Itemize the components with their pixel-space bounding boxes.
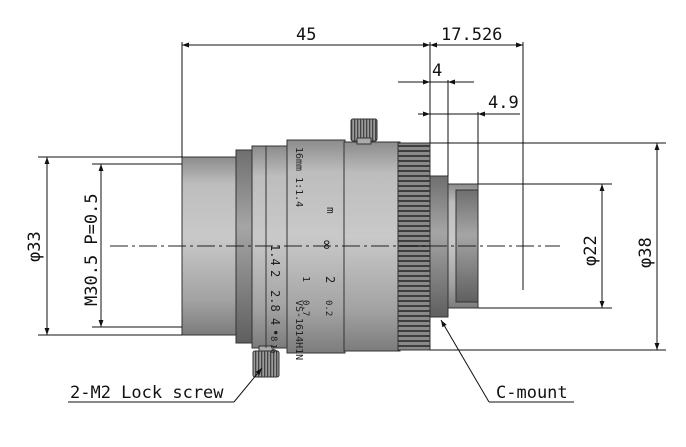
distance-07: 0.7 xyxy=(300,300,310,316)
lock-screw-bottom xyxy=(252,350,280,378)
focal-label: 16mm 1:1.4 xyxy=(293,147,304,207)
lock-screw-callout: 2-M2 Lock screw xyxy=(70,383,224,403)
dim-mount-protrusion: 4.9 xyxy=(488,93,519,113)
aperture-scale: 1.4 2 2.8 4 • 8 16 xyxy=(268,244,282,354)
lock-screw-top-neck xyxy=(356,137,372,145)
dim-body-diameter: φ38 xyxy=(636,237,656,268)
distance-02: 0.2 xyxy=(323,300,333,316)
unit-m-label: m xyxy=(324,207,337,214)
c-mount-callout: C-mount xyxy=(496,383,568,403)
dim-flange-back: 17.526 xyxy=(441,25,502,45)
aperture-16: 16 xyxy=(269,344,278,354)
callouts: 2-M2 Lock screw C-mount xyxy=(68,319,574,403)
infinity-mark: ∞ xyxy=(318,240,336,249)
aperture-dot: • xyxy=(268,329,282,336)
dim-front-thread: M30.5 P=0.5 xyxy=(82,193,102,306)
dim-mount-diameter: φ22 xyxy=(581,235,601,266)
aperture-1-4: 1.4 xyxy=(268,244,282,266)
aperture-ring xyxy=(251,145,289,349)
c-mount-leader xyxy=(440,319,490,403)
aperture-8: 8 xyxy=(268,336,278,341)
lock-screw-leader xyxy=(233,367,263,403)
dimensions: 45 17.526 4 4.9 φ33 M30.5 P=0.5 φ22 xyxy=(25,25,666,351)
dim-mount-step: 4 xyxy=(432,61,442,81)
aperture-4: 4 xyxy=(268,318,282,325)
lens-markings: 16mm 1:1.4 m ∞ 2 1 0.7 0.2 VS-1614H1N 1.… xyxy=(268,147,337,360)
dim-overall-length: 45 xyxy=(296,25,316,45)
dim-front-diameter: φ33 xyxy=(25,231,45,262)
model-label: VS-1614H1N xyxy=(293,300,304,360)
distance-1: 1 xyxy=(300,276,311,282)
aperture-2: 2 xyxy=(268,270,282,277)
aperture-2-8: 2.8 xyxy=(268,290,282,312)
distance-2: 2 xyxy=(323,276,337,283)
